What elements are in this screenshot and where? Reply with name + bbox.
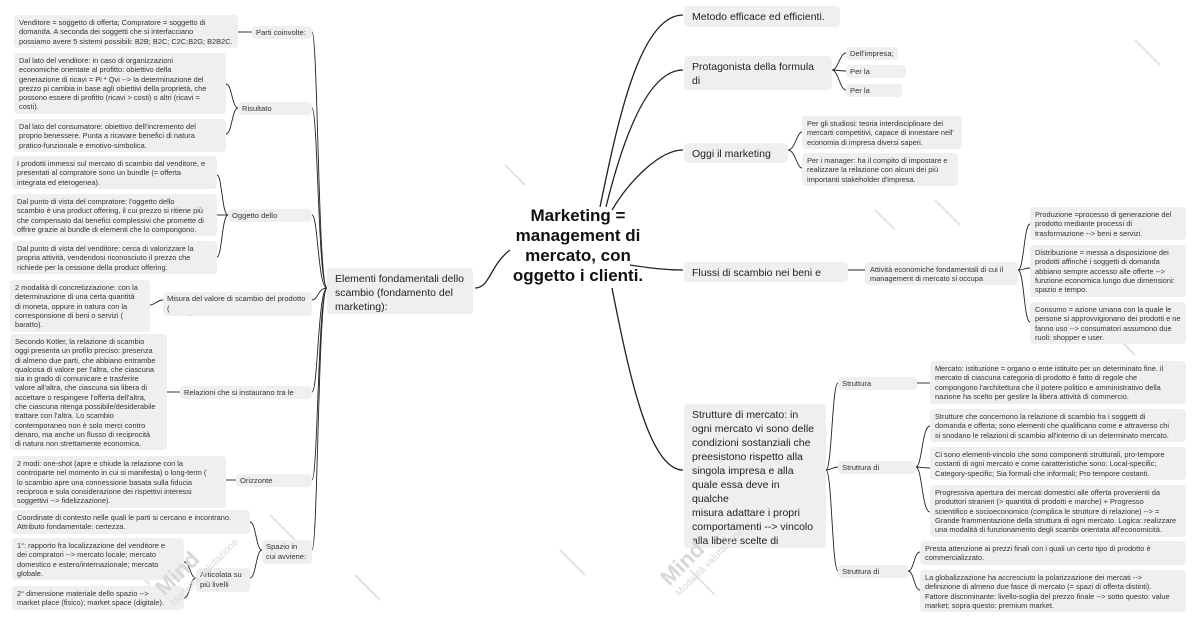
leaf-oggetto-venditore[interactable]: Dal punto di vista del venditore: cerca … — [12, 241, 217, 274]
leaf-relazione-3[interactable]: Progressiva apertura dei mercati domesti… — [930, 485, 1186, 537]
connector-elementi — [474, 249, 511, 289]
subtopic-parti[interactable]: Parti coinvolte: 2 — [252, 26, 312, 39]
subtopic-oggetto[interactable]: Oggetto dello scambio: — [228, 209, 312, 222]
topic-strutture[interactable]: Strutture di mercato: in ogni mercato vi… — [684, 404, 826, 548]
subtopic-relazione[interactable]: Struttura di relazione: — [838, 461, 916, 474]
leaf-protagonista-2[interactable]: Per la domanda — [846, 65, 906, 78]
leaf-produzione[interactable]: Produzione =processo di generazione del … — [1030, 207, 1186, 240]
subtopic-articolata[interactable]: Articolata su più livelli — [196, 568, 250, 592]
subtopic-spazio[interactable]: Spazio in cui avviene: — [262, 540, 312, 564]
leaf-relazione-1[interactable]: Strutture che concernono la relazione di… — [930, 409, 1186, 442]
topic-oggi[interactable]: Oggi il marketing è: — [684, 143, 788, 163]
leaf-oggi-studiosi[interactable]: Per gli studiosi: teoria interdisciplina… — [802, 116, 962, 149]
leaf-oggetto-compratore[interactable]: Dal punto di vista del compratore: l'ogg… — [12, 194, 217, 236]
leaf-valore-2[interactable]: La globalizzazione ha accresciuto la pol… — [920, 570, 1186, 612]
central-topic[interactable]: Marketing = management di mercato, con o… — [512, 206, 644, 285]
connector-metodo — [599, 14, 684, 208]
leaf-risultato-consumatore[interactable]: Dal lato del consumatore: obiettivo dell… — [14, 119, 226, 152]
topic-elementi[interactable]: Elementi fondamentali dello scambio (fon… — [327, 268, 473, 314]
leaf-oggetto-bundle[interactable]: I prodotti immessi sul mercato di scambi… — [12, 156, 217, 189]
subtopic-istituzionale[interactable]: Struttura istituzionale: — [838, 377, 917, 390]
subtopic-orizzonte[interactable]: Orizzonte temporale: — [236, 474, 312, 487]
topic-metodo[interactable]: Metodo efficace ed efficienti. — [684, 6, 840, 27]
leaf-articolata-2[interactable]: 2° dimensione materiale dello spazio -->… — [12, 586, 184, 610]
connector-strutture — [611, 287, 684, 471]
leaf-articolata-1[interactable]: 1°: rapporto fra localizzazione del vend… — [12, 538, 184, 580]
leaf-oggi-manager[interactable]: Per i manager: ha il compito di impostar… — [802, 153, 958, 186]
leaf-misura[interactable]: 2 modalità di concretizzazione: con la d… — [10, 280, 150, 332]
subtopic-misura[interactable]: Misura del valore di scambio del prodott… — [163, 292, 312, 316]
connector-oggi — [611, 149, 684, 211]
leaf-relazioni-kotler[interactable]: Secondo Kotler, la relazione di scambio … — [10, 334, 167, 450]
leaf-protagonista-3[interactable]: Per la società. — [846, 84, 902, 97]
leaf-istituzionale[interactable]: Mercato: istituzione = organo o ente ist… — [930, 361, 1186, 404]
subtopic-relazioni[interactable]: Relazioni che si instaurano tra le parti… — [180, 386, 312, 399]
leaf-protagonista-1[interactable]: Dell'impresa; — [846, 47, 898, 60]
connector-protagonista — [605, 69, 684, 208]
connector-flussi — [629, 264, 684, 271]
leaf-relazione-2[interactable]: Ci sono elementi-vincolo che sono compon… — [930, 447, 1186, 480]
topic-protagonista[interactable]: Protagonista della formula di valore -->… — [684, 56, 832, 90]
leaf-consumo[interactable]: Consumo = azione umana con la quale le p… — [1030, 302, 1186, 344]
leaf-distribuzione[interactable]: Distribuzione = messa a disposizione dei… — [1030, 245, 1186, 297]
subtopic-attivita[interactable]: Attività economiche fondamentali di cui … — [865, 262, 1018, 285]
leaf-parti[interactable]: Venditore = soggetto di offerta; Comprat… — [14, 15, 238, 48]
leaf-spazio-coordinate[interactable]: Coordinate di contesto nelle quali le pa… — [12, 510, 250, 534]
subtopic-risultato[interactable]: Risultato perseguito: — [238, 102, 312, 115]
leaf-risultato-venditore[interactable]: Dal lato del venditore: in caso di organ… — [14, 53, 226, 114]
subtopic-valore[interactable]: Struttura di valore: — [838, 565, 908, 578]
leaf-valore-1[interactable]: Presta attenzione ai prezzi finali con i… — [920, 541, 1186, 565]
topic-flussi[interactable]: Flussi di scambio nei beni e servizi — [684, 262, 848, 282]
leaf-orizzonte[interactable]: 2 modi: one-shot (apre e chiude la relaz… — [12, 456, 226, 508]
